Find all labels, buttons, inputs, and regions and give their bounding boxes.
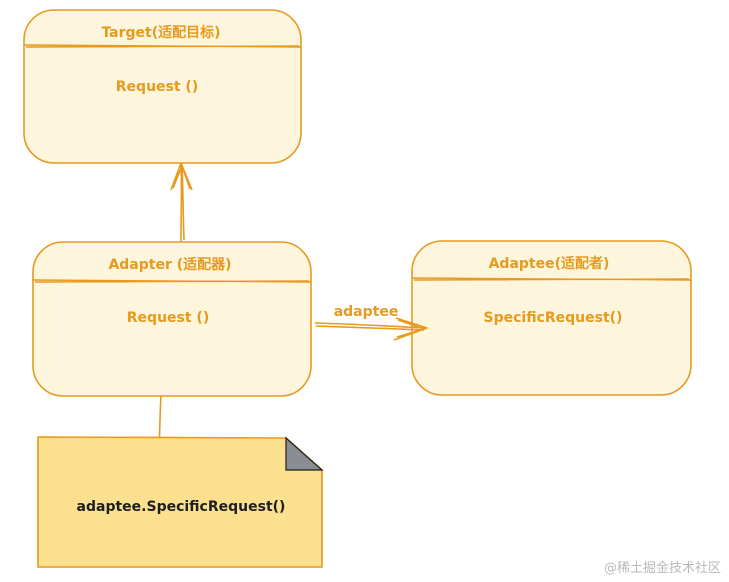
adapter-to-target-line [180,162,185,243]
adapter-class-box[interactable]: Adapter (适配器) Request () [32,241,312,397]
adaptee-class-box[interactable]: Adaptee(适配者) SpecificRequest() [411,240,692,396]
adapter-to-adaptee-arrow[interactable]: adaptee [314,304,428,341]
adapter-to-adaptee-line [314,322,427,331]
adapter-to-target-arrowhead [170,162,193,191]
adapter-class-title: Adapter (适配器) [108,256,231,273]
adaptee-class-title: Adaptee(适配者) [489,255,610,272]
watermark: @稀土掘金技术社区 [603,561,721,576]
target-title-divider [23,44,302,48]
implementation-note[interactable]: adaptee.SpecificRequest() [37,436,324,568]
adaptee-class-method: SpecificRequest() [484,310,623,326]
adapter-to-target-arrow[interactable] [170,162,193,243]
target-class-method: Request () [116,79,198,95]
adaptee-association-label: adaptee [334,304,399,320]
adapter-title-divider [32,279,312,283]
adapter-class-method: Request () [127,310,209,326]
note-body [37,436,323,568]
note-text: adaptee.SpecificRequest() [77,499,286,515]
adapter-to-adaptee-arrowhead [393,317,428,341]
note-folded-corner [285,436,324,471]
adaptee-title-divider [411,277,692,281]
target-box-border [23,9,302,164]
target-class-box[interactable]: Target(适配目标) Request () [23,9,302,164]
target-class-title: Target(适配目标) [101,24,220,41]
